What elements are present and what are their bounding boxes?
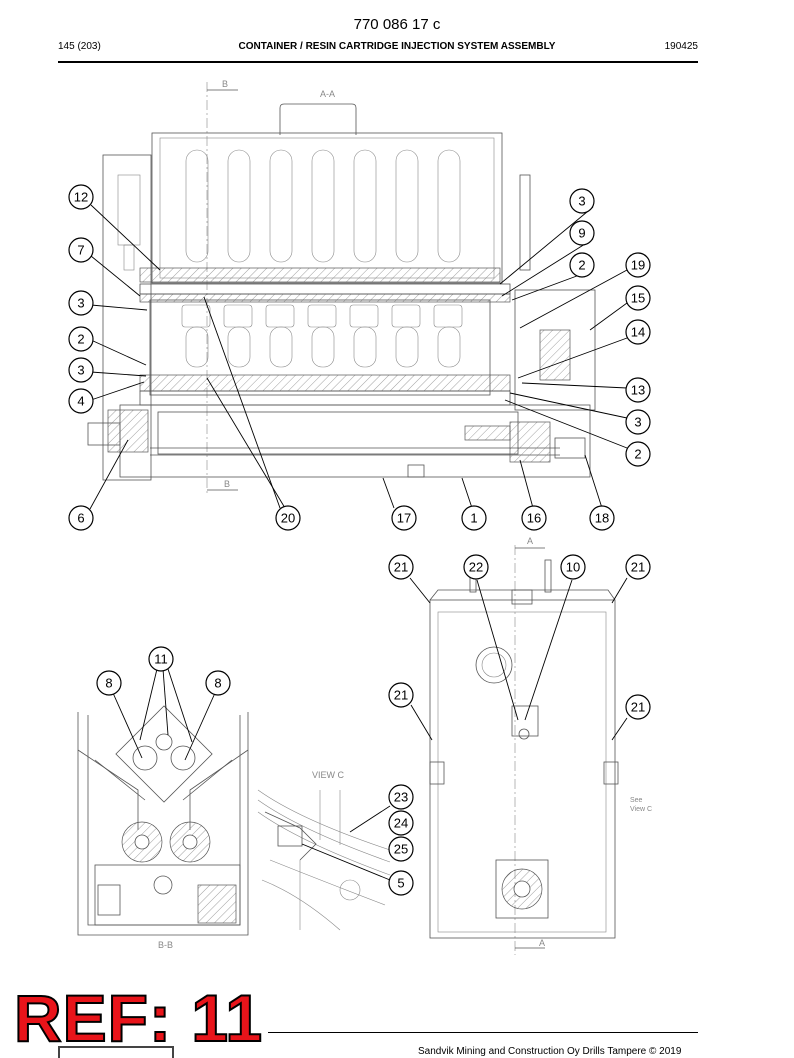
- svg-text:8: 8: [214, 676, 221, 691]
- callout-23: 23: [388, 784, 414, 810]
- svg-text:2: 2: [578, 258, 585, 273]
- view-c-label: VIEW C: [312, 770, 345, 780]
- callout-18: 18: [589, 505, 615, 531]
- svg-text:22: 22: [469, 560, 483, 575]
- callout-8: 8: [205, 670, 231, 696]
- svg-text:3: 3: [578, 194, 585, 209]
- company-logo: [58, 1046, 174, 1058]
- svg-text:3: 3: [634, 415, 641, 430]
- svg-text:16: 16: [527, 511, 541, 526]
- svg-text:4: 4: [77, 394, 84, 409]
- callout-21: 21: [625, 694, 651, 720]
- callout-21: 21: [388, 554, 414, 580]
- svg-text:25: 25: [394, 842, 408, 857]
- callout-11: 11: [148, 646, 174, 672]
- see-view-c-line1: See: [630, 797, 643, 804]
- callout-7: 7: [68, 237, 94, 263]
- callout-3: 3: [68, 357, 94, 383]
- svg-text:21: 21: [631, 560, 645, 575]
- front-view: A A See View C: [429, 536, 652, 955]
- svg-text:5: 5: [397, 876, 404, 891]
- svg-text:21: 21: [394, 688, 408, 703]
- callout-4: 4: [68, 388, 94, 414]
- callout-1: 1: [461, 505, 487, 531]
- svg-text:17: 17: [397, 511, 411, 526]
- see-view-c-line2: View C: [630, 806, 652, 813]
- callout-9: 9: [569, 220, 595, 246]
- ref-stamp: REF: 11: [13, 981, 264, 1055]
- callout-2: 2: [68, 326, 94, 352]
- callout-12: 12: [68, 184, 94, 210]
- view-c-detail: VIEW C: [257, 770, 391, 931]
- header-rule: [58, 61, 698, 63]
- date-code: 190425: [664, 41, 698, 52]
- callout-6: 6: [68, 505, 94, 531]
- callout-25: 25: [388, 836, 414, 862]
- svg-text:6: 6: [77, 511, 84, 526]
- svg-text:1: 1: [470, 511, 477, 526]
- cut-label-a-top: A: [527, 536, 533, 546]
- svg-text:21: 21: [631, 700, 645, 715]
- svg-text:13: 13: [631, 383, 645, 398]
- copyright-text: Sandvik Mining and Construction Oy Drill…: [418, 1046, 682, 1057]
- callout-3: 3: [625, 409, 651, 435]
- svg-text:24: 24: [394, 816, 408, 831]
- svg-text:10: 10: [566, 560, 580, 575]
- callout-13: 13: [625, 377, 651, 403]
- callout-3: 3: [68, 290, 94, 316]
- page-title: CONTAINER / RESIN CARTRIDGE INJECTION SY…: [238, 41, 556, 52]
- svg-text:20: 20: [281, 511, 295, 526]
- page-number: 145 (203): [58, 41, 101, 52]
- svg-text:14: 14: [631, 325, 645, 340]
- svg-text:3: 3: [77, 363, 84, 378]
- svg-text:15: 15: [631, 291, 645, 306]
- document-number: 770 086 17 c: [353, 16, 441, 33]
- svg-text:12: 12: [74, 190, 88, 205]
- callout-2: 2: [569, 252, 595, 278]
- section-label-bb: B-B: [158, 940, 173, 950]
- svg-text:8: 8: [105, 676, 112, 691]
- callout-3: 3: [569, 188, 595, 214]
- svg-text:18: 18: [595, 511, 609, 526]
- callout-10: 10: [560, 554, 586, 580]
- svg-text:21: 21: [394, 560, 408, 575]
- callout-8: 8: [96, 670, 122, 696]
- cut-label-a-bottom: A: [539, 938, 545, 948]
- callout-2: 2: [625, 441, 651, 467]
- footer-rule: [268, 1032, 698, 1033]
- svg-text:11: 11: [154, 652, 168, 667]
- section-aa-view: B A-A B: [87, 79, 596, 495]
- callout-5: 5: [388, 870, 414, 896]
- callout-15: 15: [625, 285, 651, 311]
- callout-20: 20: [275, 505, 301, 531]
- leader-lines: [89, 204, 628, 881]
- cut-label-b-bottom: B: [224, 479, 230, 489]
- callout-14: 14: [625, 319, 651, 345]
- callout-24: 24: [388, 810, 414, 836]
- svg-text:2: 2: [77, 332, 84, 347]
- cut-label-b-top: B: [222, 79, 228, 89]
- callout-19: 19: [625, 252, 651, 278]
- svg-text:9: 9: [578, 226, 585, 241]
- callout-21: 21: [625, 554, 651, 580]
- callout-22: 22: [463, 554, 489, 580]
- section-bb-view: B-B: [77, 705, 249, 950]
- svg-text:7: 7: [77, 243, 84, 258]
- svg-text:19: 19: [631, 258, 645, 273]
- section-label-aa: A-A: [320, 89, 335, 99]
- svg-text:2: 2: [634, 447, 641, 462]
- callout-16: 16: [521, 505, 547, 531]
- callout-21: 21: [388, 682, 414, 708]
- svg-text:23: 23: [394, 790, 408, 805]
- callout-17: 17: [391, 505, 417, 531]
- svg-text:3: 3: [77, 296, 84, 311]
